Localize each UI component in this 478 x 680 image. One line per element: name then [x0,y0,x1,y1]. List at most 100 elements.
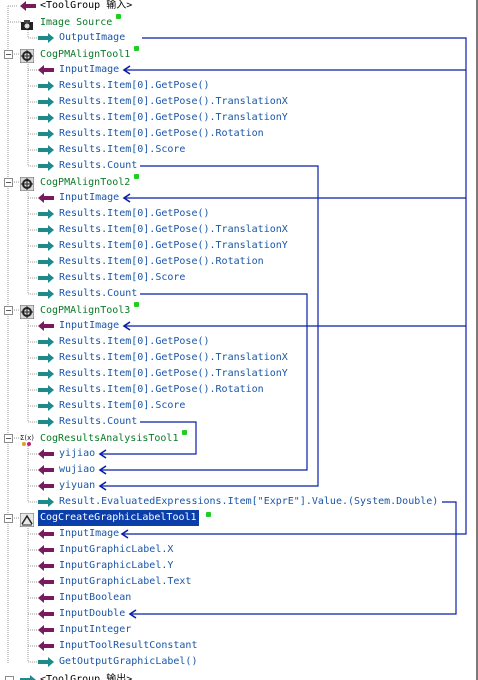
terminal-label: InputImage [59,528,120,539]
pmalign-icon [19,48,35,64]
terminal-row[interactable]: Results.Count [0,158,478,174]
terminal-row[interactable]: Results.Item[0].GetPose().TranslationX [0,350,478,366]
input-terminal-icon [38,481,54,491]
status-dot [134,302,140,307]
status-dot [134,46,140,51]
input-terminal-icon [38,529,54,539]
link-arrowhead [122,321,131,331]
terminal-row[interactable]: InputImage [0,190,478,206]
collapse-button[interactable]: − [4,178,13,187]
terminal-row[interactable]: yiyuan [0,478,478,494]
connection-link [100,421,197,455]
terminal-row[interactable]: Results.Item[0].GetPose().TranslationY [0,238,478,254]
tool-row-pmalign-2[interactable]: − CogPMAlignTool2 [0,174,478,192]
terminal-row[interactable]: Results.Item[0].GetPose().TranslationX [0,94,478,110]
input-terminal-icon [38,593,54,603]
terminal-row[interactable]: InputBoolean [0,590,478,606]
terminal-row[interactable]: Result.EvaluatedExpressions.Item["ExprE"… [0,494,478,510]
terminal-row[interactable]: InputImage [0,318,478,334]
collapse-button[interactable]: − [4,514,13,523]
terminal-label: InputInteger [59,624,132,635]
output-terminal-icon [38,225,54,235]
input-terminal-icon [38,465,54,475]
terminal-row[interactable]: InputImage [0,62,478,78]
terminal-row[interactable]: InputGraphicLabel.X [0,542,478,558]
link-arrowhead [98,465,107,475]
terminal-label: Results.Item[0].Score [59,144,186,155]
terminal-label: Results.Item[0].GetPose().TranslationY [59,368,288,379]
link-arrowhead [128,609,137,619]
terminal-label: Results.Item[0].GetPose().TranslationX [59,352,288,363]
output-terminal-icon [38,385,54,395]
tool-name-text: CogPMAlignTool3 [40,305,131,316]
terminal-row[interactable]: Results.Item[0].GetPose().TranslationY [0,110,478,126]
terminal-label: InputGraphicLabel.Y [59,560,174,571]
terminal-label: InputToolResultConstant [59,640,198,651]
output-terminal-icon [38,97,54,107]
collapse-button[interactable]: − [4,306,13,315]
link-arrowhead [98,449,107,459]
terminal-label: Result.EvaluatedExpressions.Item["ExprE"… [59,496,439,507]
status-dot [206,512,211,517]
terminal-row[interactable]: Results.Item[0].GetPose().TranslationX [0,222,478,238]
output-terminal-icon [38,289,54,299]
tool-row-pmalign-3[interactable]: − CogPMAlignTool3 [0,302,478,320]
collapse-button[interactable]: − [5,676,14,680]
terminal-row[interactable]: Results.Item[0].GetPose() [0,334,478,350]
collapse-button[interactable]: − [4,50,13,59]
terminal-label: InputBoolean [59,592,132,603]
terminal-row[interactable]: Results.Item[0].Score [0,398,478,414]
terminal-row[interactable]: Results.Item[0].GetPose() [0,206,478,222]
output-terminal-icon [38,209,54,219]
terminal-label: InputImage [59,192,120,203]
panel-right-border [476,0,478,680]
terminal-row[interactable]: GetOutputGraphicLabel() [0,654,478,670]
terminal-row[interactable]: InputGraphicLabel.Text [0,574,478,590]
terminal-row[interactable]: Results.Item[0].Score [0,142,478,158]
output-terminal-icon [38,657,54,667]
terminal-label: Results.Item[0].GetPose().TranslationY [59,240,288,251]
input-terminal-icon [38,561,54,571]
group-output-label: <ToolGroup 输出> [40,674,133,680]
terminal-row[interactable]: InputGraphicLabel.Y [0,558,478,574]
terminal-label: Results.Item[0].GetPose().TranslationX [59,224,288,235]
terminal-row[interactable]: Results.Item[0].Score [0,270,478,286]
terminal-row[interactable]: Results.Item[0].GetPose().Rotation [0,126,478,142]
terminal-label: Results.Item[0].GetPose() [59,336,210,347]
output-terminal-icon [38,145,54,155]
tool-row-pmalign-1[interactable]: −CogPMAlignTool1 [0,46,478,64]
terminal-row[interactable]: InputInteger [0,622,478,638]
output-terminal-icon [38,417,54,427]
terminal-row[interactable]: InputDouble [0,606,478,622]
tool-row-results-analysis[interactable]: −Σ(x)CogResultsAnalysisTool1 [0,430,478,446]
terminal-label: wujiao [59,464,96,475]
camera-icon [20,16,33,30]
tool-row-create-graphic-label[interactable]: −CogCreateGraphicLabelTool1 [0,510,478,528]
terminal-row[interactable]: Results.Count [0,286,478,302]
terminal-row[interactable]: Results.Item[0].GetPose().Rotation [0,382,478,398]
tool-row-image-source[interactable]: Image Source [0,14,478,30]
terminal-label: InputGraphicLabel.Text [59,576,192,587]
terminal-row[interactable]: Results.Count [0,414,478,430]
label-icon [19,512,35,528]
tool-name: CogResultsAnalysisTool1 [40,430,188,446]
terminal-label: Results.Item[0].GetPose().Rotation [59,384,264,395]
terminal-row[interactable]: InputToolResultConstant [0,638,478,654]
tree-row-group-output[interactable]: − <ToolGroup 输出> [0,672,478,680]
terminal-row[interactable]: Results.Item[0].GetPose().TranslationY [0,366,478,382]
terminal-label: Results.Item[0].Score [59,272,186,283]
terminal-row[interactable]: Results.Item[0].GetPose().Rotation [0,254,478,270]
terminal-row[interactable]: Results.Item[0].GetPose() [0,78,478,94]
terminal-row[interactable]: yijiao [0,446,478,462]
link-arrowhead [122,65,131,75]
output-terminal-icon [38,273,54,283]
tool-name-text: CogPMAlignTool2 [40,177,131,188]
group-input-label: <ToolGroup 输入> [40,0,133,11]
output-terminal-icon [38,161,54,171]
terminal-row[interactable]: OutputImage [0,30,478,46]
terminal-row[interactable]: InputImage [0,526,478,542]
terminal-label: GetOutputGraphicLabel() [59,656,198,667]
collapse-button[interactable]: − [4,434,13,443]
tree-row-group-input[interactable]: <ToolGroup 输入> [0,0,478,14]
terminal-row[interactable]: wujiao [0,462,478,478]
